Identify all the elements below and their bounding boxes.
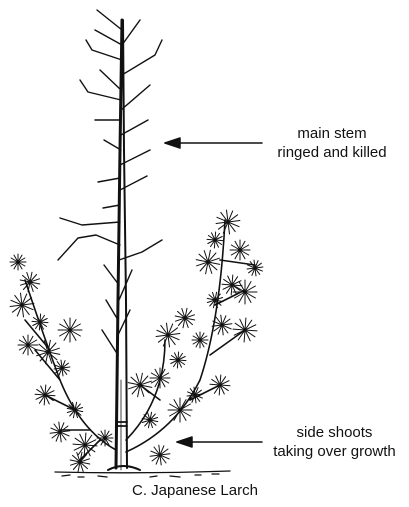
needle-tufts [10, 210, 263, 472]
figure-caption: C. Japanese Larch [132, 482, 258, 499]
arrow-left-icon [177, 437, 262, 447]
side-shoots-label: side shoots taking over growth [262, 423, 407, 461]
dead-branches [58, 10, 162, 355]
right-side-shoots [126, 220, 255, 452]
main-stem-label: main stem ringed and killed [262, 124, 402, 162]
main-stem-label-line2: ringed and killed [262, 143, 402, 162]
main-stem-label-line1: main stem [262, 124, 402, 143]
ground [55, 466, 230, 477]
side-shoots-label-line1: side shoots [262, 423, 407, 442]
arrow-left-icon [165, 138, 262, 148]
side-shoots-label-line2: taking over growth [262, 442, 407, 461]
